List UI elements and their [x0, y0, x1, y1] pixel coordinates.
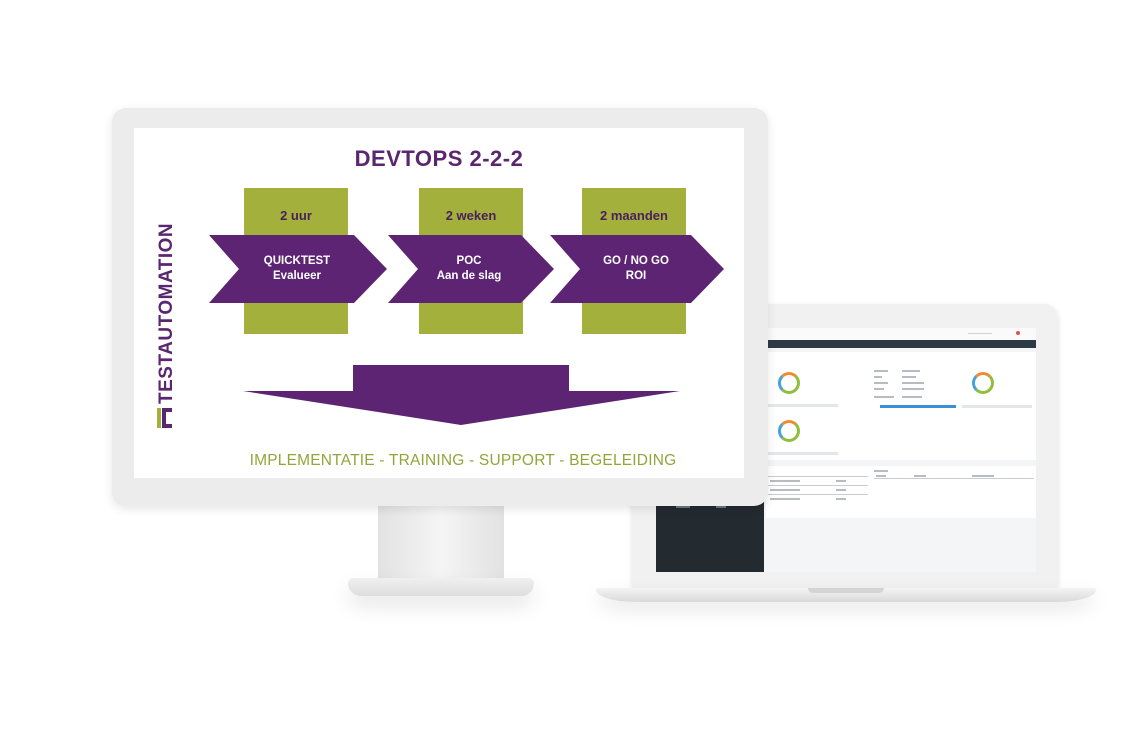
table-cell	[836, 498, 846, 500]
phase-name: GO / NO GO	[578, 254, 694, 269]
progress-track	[962, 405, 1032, 408]
logo-text: TESTAUTOMATION	[156, 223, 178, 404]
info-value	[902, 370, 920, 372]
down-arrow-graphic	[243, 365, 683, 427]
table-cell	[770, 498, 800, 500]
table-row[interactable]	[768, 485, 868, 486]
dashboard-app	[764, 328, 1036, 572]
results-panel	[766, 466, 1036, 518]
phase-name: POC	[414, 254, 524, 269]
phase-name: QUICKTEST	[239, 254, 355, 269]
slide-title: DEVTOPS 2-2-2	[134, 146, 744, 172]
table-column-header	[914, 475, 926, 477]
table-cell	[770, 489, 800, 491]
table-cell	[836, 489, 846, 491]
gauge-chart	[972, 372, 994, 394]
logo-mark-icon	[156, 406, 174, 430]
table-header	[874, 478, 1034, 479]
phase-subtitle: Evalueer	[239, 269, 355, 284]
monitor-screen: DEVTOPS 2-2-2 TESTAUTOMATION 2 uur 2 wek…	[134, 128, 744, 478]
table-row[interactable]	[768, 494, 868, 495]
notification-icon[interactable]	[1016, 331, 1020, 335]
gauge-chart	[778, 420, 800, 442]
progress-bar	[880, 405, 956, 408]
table-column-header	[972, 475, 994, 477]
phase-arrow-text-2: POC Aan de slag	[414, 254, 524, 284]
sidebar-item[interactable]	[676, 506, 690, 508]
laptop-notch	[808, 588, 884, 593]
phase-arrow-text-1: QUICKTEST Evalueer	[239, 254, 355, 284]
phase-duration: 2 uur	[244, 208, 348, 223]
info-label	[874, 376, 882, 378]
app-navbar	[764, 340, 1036, 348]
gauge-chart	[778, 372, 800, 394]
brand-logo: TESTAUTOMATION	[142, 158, 182, 438]
info-value	[902, 388, 924, 390]
info-label	[874, 382, 888, 384]
services-footer: IMPLEMENTATIE - TRAINING - SUPPORT - BEG…	[244, 452, 682, 470]
info-value	[902, 382, 924, 384]
phase-subtitle: ROI	[578, 269, 694, 284]
search-field[interactable]	[968, 333, 992, 334]
table-cell	[836, 480, 846, 482]
info-label	[874, 370, 888, 372]
info-value	[902, 396, 922, 398]
table-title	[874, 470, 888, 472]
table-header	[768, 476, 868, 477]
info-value	[902, 376, 916, 378]
phase-subtitle: Aan de slag	[414, 269, 524, 284]
monitor-stand-foot	[348, 578, 534, 596]
info-label	[874, 388, 884, 390]
table-column-header	[876, 475, 886, 477]
progress-track	[768, 452, 838, 455]
progress-track	[768, 404, 838, 407]
overview-panel	[766, 352, 1036, 460]
phase-arrow-text-3: GO / NO GO ROI	[578, 254, 694, 284]
monitor-stand-neck	[378, 506, 504, 584]
phase-duration: 2 maanden	[582, 208, 686, 223]
sidebar-item[interactable]	[716, 506, 726, 508]
info-label	[874, 396, 894, 398]
phase-duration: 2 weken	[419, 208, 523, 223]
table-cell	[770, 480, 800, 482]
